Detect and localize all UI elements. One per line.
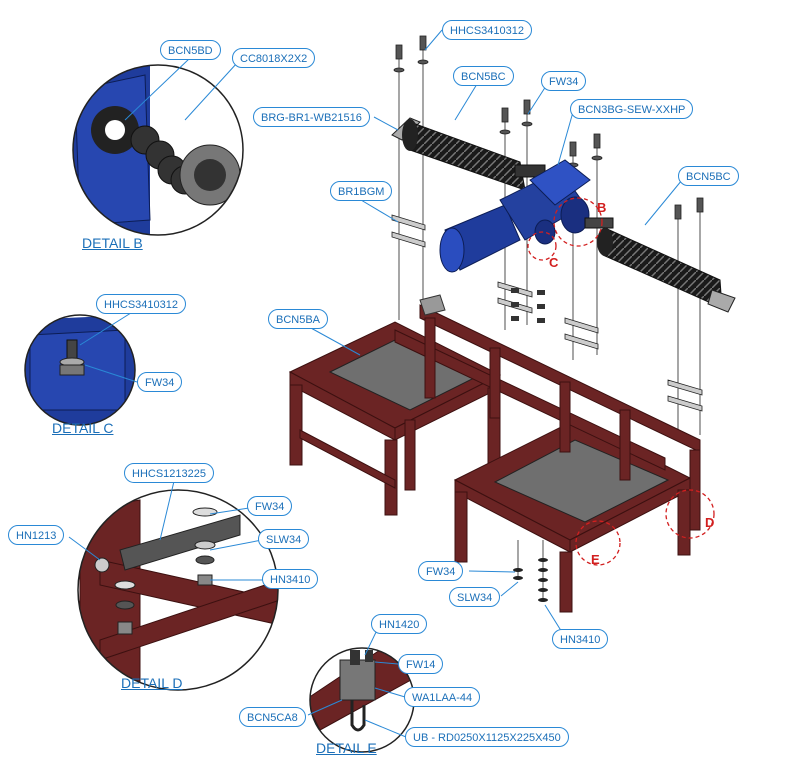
- callout-bcn5bd: BCN5BD: [160, 40, 221, 60]
- detail-e-view: [310, 648, 414, 752]
- gear-motor: [439, 159, 614, 273]
- detail-b-title: DETAIL B: [82, 235, 143, 251]
- callout-hn1213: HN1213: [8, 525, 65, 545]
- frame-structure: [288, 294, 701, 613]
- bolt-group: [393, 35, 704, 220]
- marker-b-circle: [553, 197, 603, 247]
- detail-c-title: DETAIL C: [52, 420, 114, 436]
- callout-fw34-d: FW34: [247, 496, 293, 516]
- marker-d-circle: [665, 489, 715, 539]
- callout-br1bgm: BR1BGM: [330, 181, 393, 201]
- detail-e-title: DETAIL E: [316, 740, 377, 756]
- detail-d-view: [78, 490, 278, 690]
- callout-hhcs3410312-top: HHCS3410312: [442, 20, 532, 40]
- roller-right: [597, 227, 736, 313]
- marker-b-label: B: [597, 200, 607, 215]
- roller-upper: [391, 117, 546, 191]
- detail-b-view: [73, 65, 243, 235]
- callout-slw34-d: SLW34: [258, 529, 310, 549]
- callout-hn1420: HN1420: [371, 614, 428, 634]
- callout-brg-br1-wb21516: BRG-BR1-WB21516: [253, 107, 370, 127]
- callout-hhcs3410312-c: HHCS3410312: [96, 294, 186, 314]
- callout-fw34-top: FW34: [541, 71, 587, 91]
- marker-d-label: D: [705, 515, 715, 530]
- callout-bcn5bc-right: BCN5BC: [678, 166, 739, 186]
- bottom-fasteners: [513, 558, 548, 602]
- marker-e-circle: [575, 520, 621, 566]
- leader-lines: [68, 29, 683, 738]
- detail-c-view: [25, 315, 135, 425]
- callout-bcn5bc-upper: BCN5BC: [453, 66, 514, 86]
- callout-cc8018x2x2: CC8018X2X2: [232, 48, 316, 68]
- callout-hhcs1213225: HHCS1213225: [124, 463, 214, 483]
- callout-bcn5ca8: BCN5CA8: [239, 707, 306, 727]
- detail-d-title: DETAIL D: [121, 675, 183, 691]
- callout-hn3410-d: HN3410: [262, 569, 319, 589]
- callout-ub-rd0250: UB - RD0250X1125X225X450: [405, 727, 569, 747]
- nut-stack: [511, 288, 545, 323]
- callout-bcn5ba: BCN5BA: [268, 309, 329, 329]
- marker-c-circle: [527, 231, 557, 261]
- callout-wa1laa-44: WA1LAA-44: [404, 687, 481, 707]
- callout-hn3410-main: HN3410: [552, 629, 609, 649]
- callout-fw34-main: FW34: [418, 561, 464, 581]
- callout-fw34-c: FW34: [137, 372, 183, 392]
- callout-bcn3bg-sew-xxhp: BCN3BG-SEW-XXHP: [570, 99, 694, 119]
- callout-fw14: FW14: [398, 654, 444, 674]
- marker-e-label: E: [591, 552, 600, 567]
- detail-markers: [527, 197, 715, 566]
- callout-slw34-main: SLW34: [449, 587, 501, 607]
- marker-c-label: C: [549, 255, 559, 270]
